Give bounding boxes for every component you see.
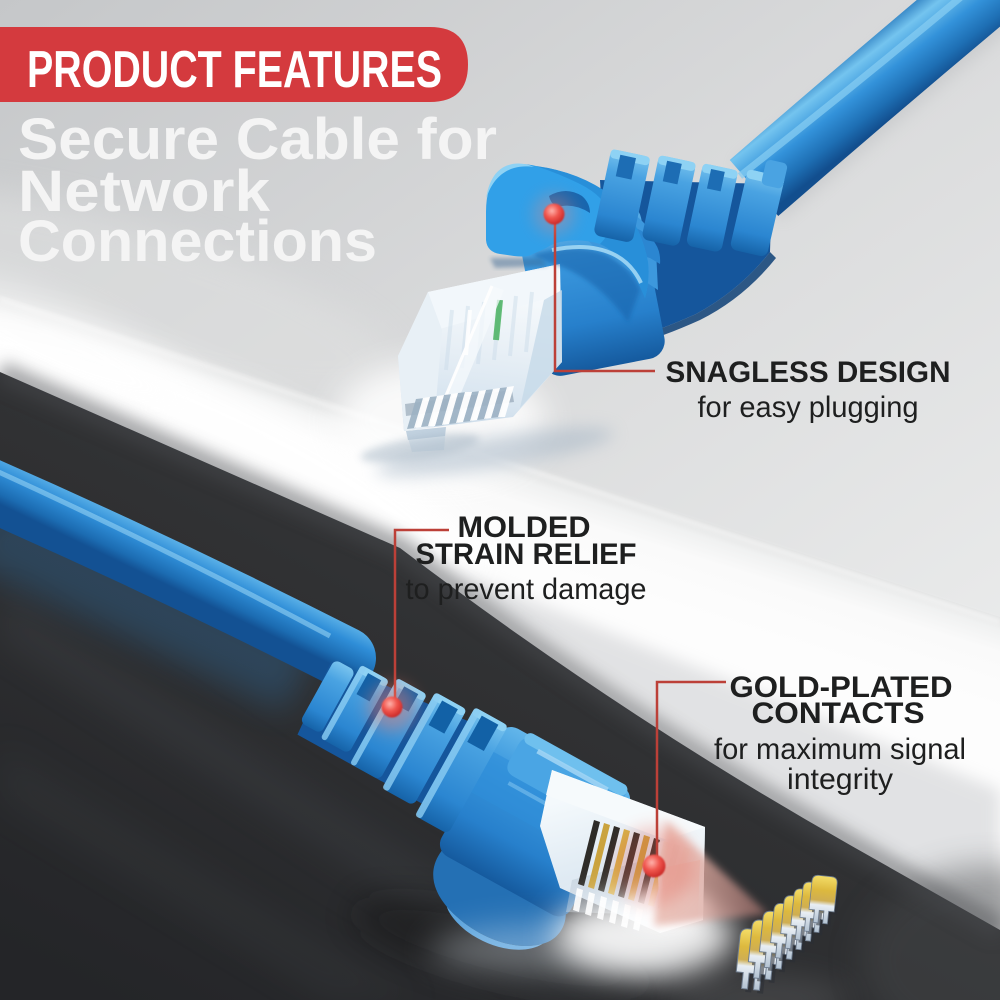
svg-text:SNAGLESS DESIGN: SNAGLESS DESIGN bbox=[666, 356, 951, 389]
svg-text:PRODUCT FEATURES: PRODUCT FEATURES bbox=[27, 41, 442, 99]
svg-text:for easy plugging: for easy plugging bbox=[698, 391, 919, 424]
svg-text:Network: Network bbox=[18, 159, 271, 224]
svg-text:GOLD-PLATED: GOLD-PLATED bbox=[730, 671, 953, 704]
svg-text:for maximum signal: for maximum signal bbox=[714, 733, 966, 766]
svg-text:CONTACTS: CONTACTS bbox=[752, 697, 925, 730]
svg-text:Secure Cable for: Secure Cable for bbox=[18, 107, 497, 172]
svg-text:to prevent damage: to prevent damage bbox=[406, 573, 647, 606]
svg-text:MOLDED: MOLDED bbox=[458, 511, 591, 544]
svg-text:Connections: Connections bbox=[18, 209, 377, 274]
svg-text:integrity: integrity bbox=[787, 763, 893, 796]
svg-text:STRAIN RELIEF: STRAIN RELIEF bbox=[416, 538, 637, 571]
